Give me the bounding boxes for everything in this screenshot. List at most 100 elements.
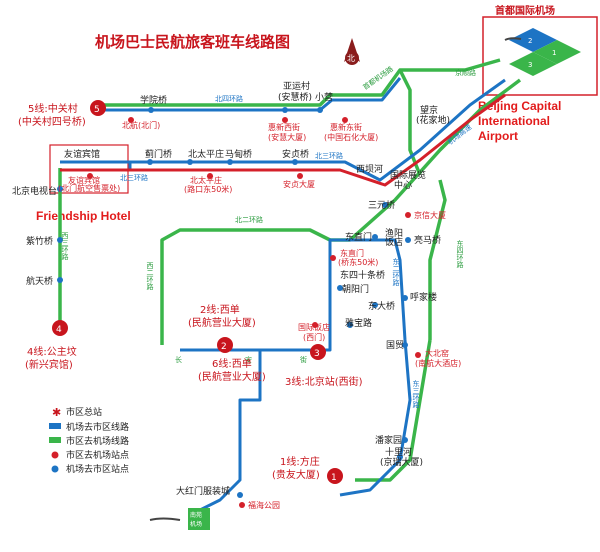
svg-text:西三环路: 西三环路 — [61, 232, 69, 261]
legend-item-1: 市区总站 — [66, 406, 102, 418]
svg-text:(安慧大厦): (安慧大厦) — [268, 132, 306, 142]
airplane-icon — [149, 517, 181, 521]
svg-text:(西门): (西门) — [303, 332, 325, 342]
svg-text:2: 2 — [221, 342, 227, 352]
svg-text:北航(北门): 北航(北门) — [122, 120, 160, 130]
svg-text:(京瑞大厦): (京瑞大厦) — [380, 456, 423, 468]
svg-text:(安慧桥): (安慧桥) — [278, 91, 312, 103]
svg-text:小营: 小营 — [315, 91, 333, 103]
stop-dots — [57, 107, 421, 508]
svg-text:饭店: 饭店 — [385, 236, 403, 248]
svg-text:友谊宾馆: 友谊宾馆 — [64, 148, 100, 160]
red-routes — [60, 93, 506, 187]
legend-blue-dot — [51, 465, 59, 473]
north-label: 北 — [347, 54, 355, 63]
legend-star-icon: ✱ — [52, 406, 61, 419]
svg-text:(贵友大厦): (贵友大厦) — [272, 468, 320, 481]
svg-text:机场: 机场 — [190, 520, 202, 528]
svg-text:望京: 望京 — [420, 104, 438, 116]
legend-item-3: 市区去机场线路 — [66, 435, 129, 447]
svg-text:3: 3 — [528, 61, 532, 69]
airplane-icon — [504, 37, 522, 41]
svg-text:京顺路: 京顺路 — [455, 68, 476, 77]
svg-text:潘家园: 潘家园 — [375, 434, 402, 446]
line-2-terminal: 2 — [217, 337, 233, 353]
svg-text:(路口东50米): (路口东50米) — [184, 184, 232, 194]
line-5-terminal: 5 — [90, 100, 106, 116]
svg-text:东四十条桥: 东四十条桥 — [340, 269, 385, 281]
legend-green-line — [49, 437, 61, 443]
airport-en-2: International — [478, 114, 550, 128]
svg-text:东直门: 东直门 — [345, 231, 372, 243]
line-3-terminal: 3 — [310, 344, 326, 360]
svg-text:(北门航空售票处): (北门航空售票处) — [58, 183, 120, 193]
svg-text:国际展览: 国际展览 — [390, 169, 426, 181]
north-compass-icon: 北 — [344, 38, 360, 65]
svg-text:蓟门桥: 蓟门桥 — [145, 148, 172, 160]
svg-text:北二环路: 北二环路 — [235, 215, 263, 224]
svg-text:安贞大厦: 安贞大厦 — [283, 179, 315, 189]
svg-text:(花家地): (花家地) — [416, 114, 450, 126]
svg-text:(新兴宾馆): (新兴宾馆) — [25, 358, 73, 371]
svg-text:安: 安 — [245, 355, 252, 364]
svg-text:东四环路: 东四环路 — [456, 239, 464, 269]
svg-text:东直门: 东直门 — [340, 248, 364, 258]
svg-text:3线:北京站(西街): 3线:北京站(西街) — [285, 375, 363, 388]
svg-text:大北窑: 大北窑 — [425, 348, 449, 358]
svg-text:(桥东50米): (桥东50米) — [338, 257, 378, 267]
svg-text:(中关村四号桥): (中关村四号桥) — [18, 115, 86, 128]
svg-text:东大桥: 东大桥 — [368, 300, 395, 312]
legend-item-2: 机场去市区线路 — [66, 421, 129, 433]
svg-text:长: 长 — [175, 355, 182, 364]
svg-text:(民航营业大厦): (民航营业大厦) — [188, 316, 256, 329]
svg-text:4: 4 — [56, 325, 62, 335]
svg-text:1: 1 — [552, 49, 556, 57]
legend: ✱ 市区总站 机场去市区线路 市区去机场线路 市区去机场站点 机场去市区站点 — [49, 406, 129, 475]
svg-text:亮马桥: 亮马桥 — [414, 234, 441, 246]
svg-text:1线:方庄: 1线:方庄 — [280, 455, 320, 468]
svg-text:北太平庄: 北太平庄 — [188, 148, 224, 160]
svg-text:东二环路: 东二环路 — [392, 257, 400, 287]
svg-text:北四环路: 北四环路 — [215, 94, 243, 103]
legend-item-5: 机场去市区站点 — [66, 463, 129, 475]
line-4-terminal: 4 — [52, 320, 68, 336]
terminal-1-icon — [509, 52, 557, 76]
airport-terminal-area: 首都国际机场 2 1 3 2 — [482, 4, 598, 96]
legend-red-dot — [51, 451, 59, 459]
svg-text:5线:中关村: 5线:中关村 — [28, 102, 78, 115]
airport-en-3: Airport — [478, 129, 518, 143]
svg-text:3: 3 — [314, 349, 320, 359]
svg-text:2线:西单: 2线:西单 — [200, 303, 240, 316]
svg-text:(民航营业大厦): (民航营业大厦) — [198, 370, 266, 383]
legend-item-4: 市区去机场站点 — [66, 449, 129, 461]
nanyuan-airport: 南苑 机场 — [149, 508, 210, 530]
svg-text:惠新东街: 惠新东街 — [330, 122, 362, 132]
svg-text:北三环路: 北三环路 — [120, 173, 148, 182]
airport-en-1: Beijing Capital — [478, 99, 561, 113]
svg-text:渔阳: 渔阳 — [385, 228, 403, 239]
svg-text:街: 街 — [300, 355, 307, 364]
svg-text:十里河: 十里河 — [385, 446, 412, 458]
svg-text:安贞桥: 安贞桥 — [282, 148, 309, 160]
svg-text:惠新西街: 惠新西街 — [268, 122, 300, 132]
svg-text:航天桥: 航天桥 — [26, 275, 53, 287]
svg-text:朝阳门: 朝阳门 — [342, 283, 369, 295]
svg-text:马甸桥: 马甸桥 — [225, 148, 252, 160]
svg-text:雅宝路: 雅宝路 — [345, 317, 372, 329]
svg-text:北京电视台: 北京电视台 — [12, 185, 57, 197]
svg-text:2: 2 — [578, 34, 582, 42]
svg-text:南苑: 南苑 — [190, 511, 202, 519]
svg-text:1: 1 — [331, 473, 337, 483]
svg-text:学院桥: 学院桥 — [140, 94, 167, 106]
svg-text:国际饭店: 国际饭店 — [298, 322, 330, 332]
svg-text:福海公园: 福海公园 — [248, 500, 280, 510]
svg-text:(南航大酒店): (南航大酒店) — [415, 358, 461, 368]
svg-text:5: 5 — [94, 105, 100, 115]
legend-blue-line — [49, 423, 61, 429]
svg-text:呼家楼: 呼家楼 — [410, 291, 437, 303]
line-names: 5线:中关村 (中关村四号桥) 4线:公主坟 (新兴宾馆) 2线:西单 (民航营… — [18, 102, 363, 481]
svg-text:紫竹桥: 紫竹桥 — [26, 235, 53, 247]
svg-text:西二环路: 西二环路 — [146, 262, 154, 291]
line-1-terminal: 1 — [327, 468, 343, 484]
svg-text:6线:西单: 6线:西单 — [212, 357, 252, 370]
